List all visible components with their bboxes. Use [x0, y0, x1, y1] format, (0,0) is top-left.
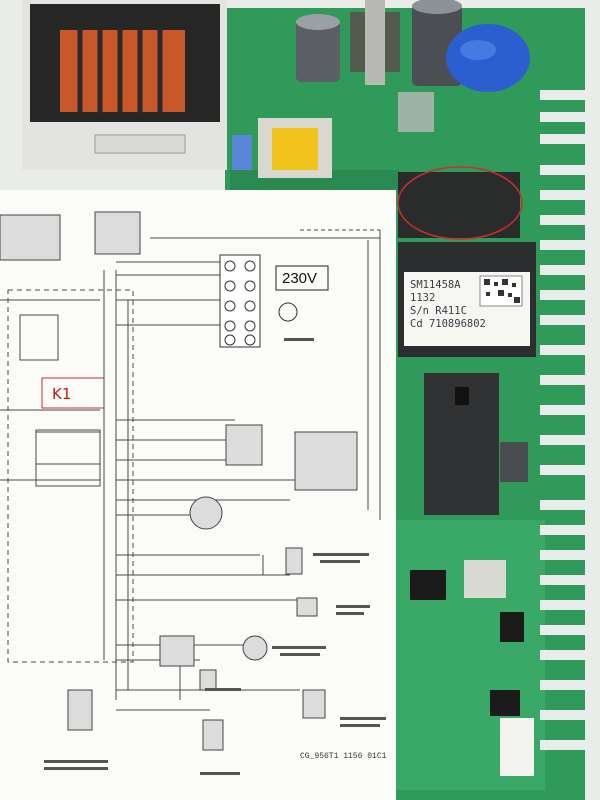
- relay-body: [398, 172, 520, 238]
- small-ic: [500, 612, 524, 642]
- ground-symbol: [278, 302, 298, 322]
- side-bracket: [500, 442, 528, 482]
- capacitor-1: [296, 20, 340, 82]
- schematic-components: [0, 211, 358, 751]
- yellow-capacitor: [272, 128, 318, 170]
- coil-windings: [77, 28, 163, 114]
- chip-label-line-4: Cd 710896802: [410, 318, 486, 330]
- schematic-lines: [0, 229, 381, 711]
- chip-label-line-3: S/n R411C: [410, 305, 467, 317]
- regulator-chip: [410, 570, 446, 600]
- terminal-block: [219, 254, 261, 348]
- chip-label-line-2: 1132: [410, 292, 436, 304]
- blue-cap-highlight: [460, 40, 496, 60]
- edge-connector-pins: [540, 90, 588, 750]
- capacitor-2-top: [412, 0, 462, 14]
- schematic-doc-code: CG_956T1 1156 01C1: [300, 752, 387, 761]
- resistor-pack: [398, 92, 434, 132]
- white-connector: [500, 718, 534, 776]
- small-blue-cap: [232, 135, 252, 170]
- transformer-label-sticker: [94, 134, 186, 154]
- qr-pattern: [484, 279, 520, 303]
- schematic-captions: [44, 338, 386, 775]
- heatsink-hole: [455, 387, 469, 405]
- transistor: [490, 690, 520, 716]
- capacitor-1-top: [296, 14, 340, 30]
- schematic-paper: [0, 190, 396, 800]
- choke-bracket: [365, 0, 385, 85]
- mains-voltage-label: 230V: [282, 270, 318, 287]
- mini-relay: [464, 560, 506, 598]
- mains-box: [275, 265, 329, 291]
- chip-label-line-1: SM11458A: [410, 279, 461, 291]
- relay-marking-ring: [397, 166, 523, 240]
- k1-relay-label: K1: [52, 385, 72, 403]
